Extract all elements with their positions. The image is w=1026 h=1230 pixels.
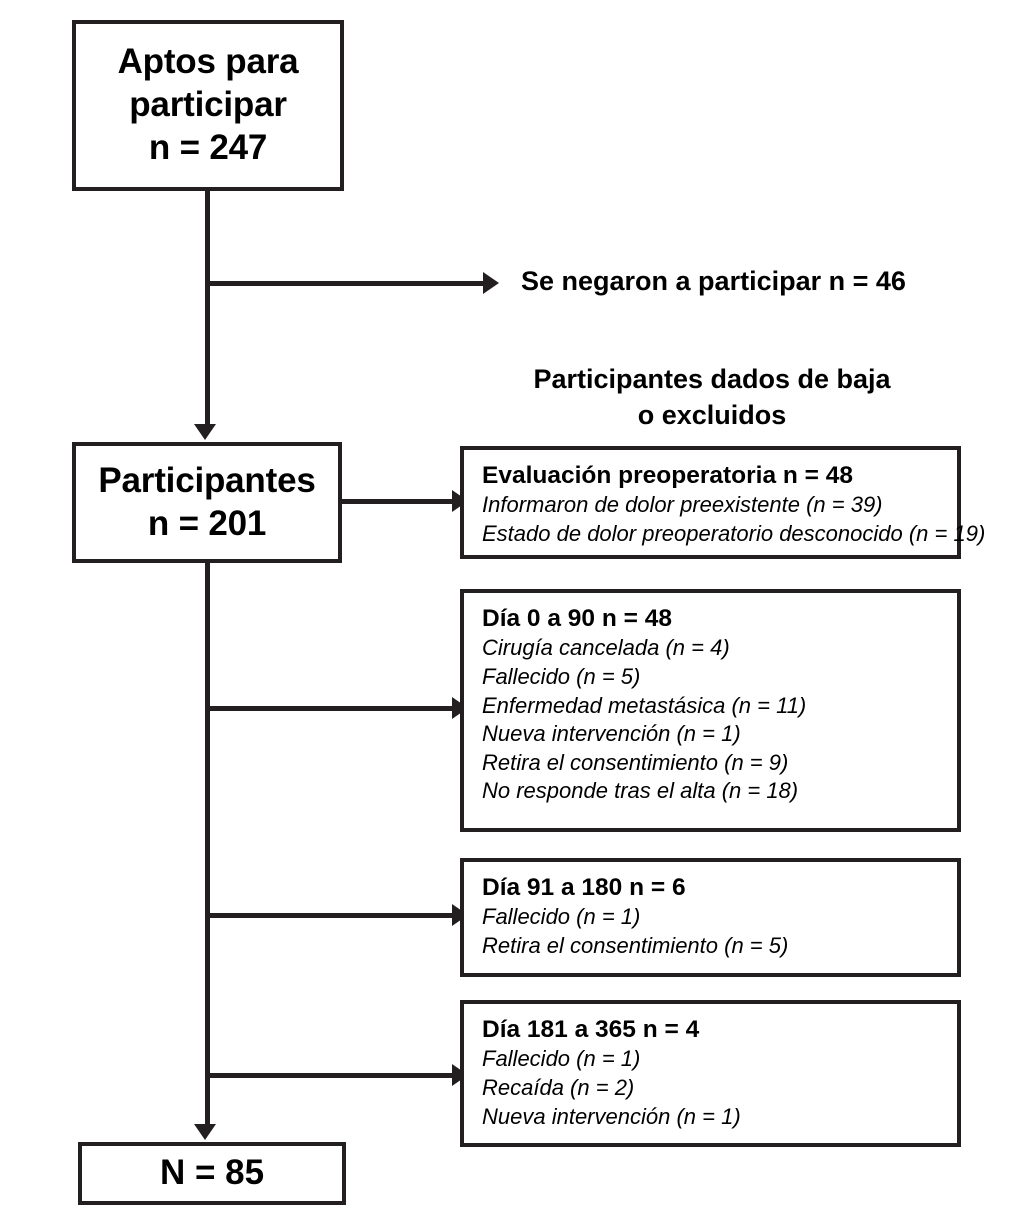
node-final-sample: N = 85 bbox=[78, 1142, 346, 1205]
node-participants-label: Participantes bbox=[98, 460, 316, 500]
exclusion-item: Fallecido (n = 1) bbox=[482, 1046, 641, 1072]
connector-branch-day-181-365 bbox=[205, 1073, 455, 1078]
connector-participants-to-final bbox=[205, 563, 210, 1124]
exclusion-box-preop: Evaluación preoperatoria n = 48 Informar… bbox=[460, 446, 986, 559]
exclusion-box-day-91-180: Día 91 a 180 n = 6 Fallecido (n = 1) Ret… bbox=[460, 858, 961, 977]
node-participants: Participantes n = 201 bbox=[72, 442, 342, 563]
node-participants-count: n = 201 bbox=[147, 503, 267, 543]
connector-eligible-to-participants bbox=[205, 191, 210, 424]
exclusion-box-day-0-90: Día 0 a 90 n = 48 Cirugía cancelada (n =… bbox=[460, 589, 961, 832]
node-eligible-line-2: participar bbox=[129, 85, 287, 125]
exclusion-item: Fallecido (n = 5) bbox=[482, 663, 641, 689]
connector-branch-day-91-180 bbox=[205, 913, 455, 918]
exclusion-item: Nueva intervención (n = 1) bbox=[482, 721, 741, 747]
exclusion-item: Retira el consentimiento (n = 5) bbox=[482, 932, 789, 958]
exclusion-item: Cirugía cancelada (n = 4) bbox=[482, 635, 730, 661]
exclusion-item: No responde tras el alta (n = 18) bbox=[482, 778, 799, 804]
arrowhead-down-participants-icon bbox=[194, 424, 216, 440]
exclusion-item: Retira el consentimiento (n = 9) bbox=[482, 749, 789, 775]
exclusions-heading-line-1: Participantes dados de baja bbox=[533, 364, 891, 394]
exclusion-box-day-181-365: Día 181 a 365 n = 4 Fallecido (n = 1) Re… bbox=[460, 1000, 961, 1147]
connector-branch-preop bbox=[341, 499, 455, 504]
exclusion-item: Nueva intervención (n = 1) bbox=[482, 1103, 741, 1129]
exclusion-box-title: Evaluación preoperatoria n = 48 bbox=[482, 462, 854, 489]
exclusion-item: Recaída (n = 2) bbox=[482, 1074, 635, 1100]
node-eligible-count: n = 247 bbox=[148, 127, 268, 167]
connector-branch-refused bbox=[205, 281, 485, 286]
node-eligible-line-1: Aptos para bbox=[117, 42, 299, 82]
exclusions-heading-line-2: o excluidos bbox=[637, 399, 787, 430]
exclusion-box-title: Día 91 a 180 n = 6 bbox=[482, 874, 686, 901]
arrowhead-right-refused-icon bbox=[483, 272, 499, 294]
arrowhead-down-final-icon bbox=[194, 1124, 216, 1140]
exclusion-box-title: Día 0 a 90 n = 48 bbox=[482, 605, 672, 632]
exclusion-item: Informaron de dolor preexistente (n = 39… bbox=[482, 492, 883, 518]
exclusion-item: Enfermedad metastásica (n = 11) bbox=[482, 692, 807, 718]
exclusions-heading: Participantes dados de baja o excluidos bbox=[462, 362, 962, 434]
exclusion-item: Estado de dolor preoperatorio desconocid… bbox=[482, 520, 986, 546]
node-eligible: Aptos para participar n = 247 bbox=[72, 20, 344, 191]
node-final-sample-count: N = 85 bbox=[159, 1153, 265, 1193]
label-refused-participation: Se negaron a participar n = 46 bbox=[521, 266, 906, 296]
connector-branch-day-0-90 bbox=[205, 706, 455, 711]
exclusion-item: Fallecido (n = 1) bbox=[482, 904, 641, 930]
exclusion-box-title: Día 181 a 365 n = 4 bbox=[482, 1016, 700, 1043]
